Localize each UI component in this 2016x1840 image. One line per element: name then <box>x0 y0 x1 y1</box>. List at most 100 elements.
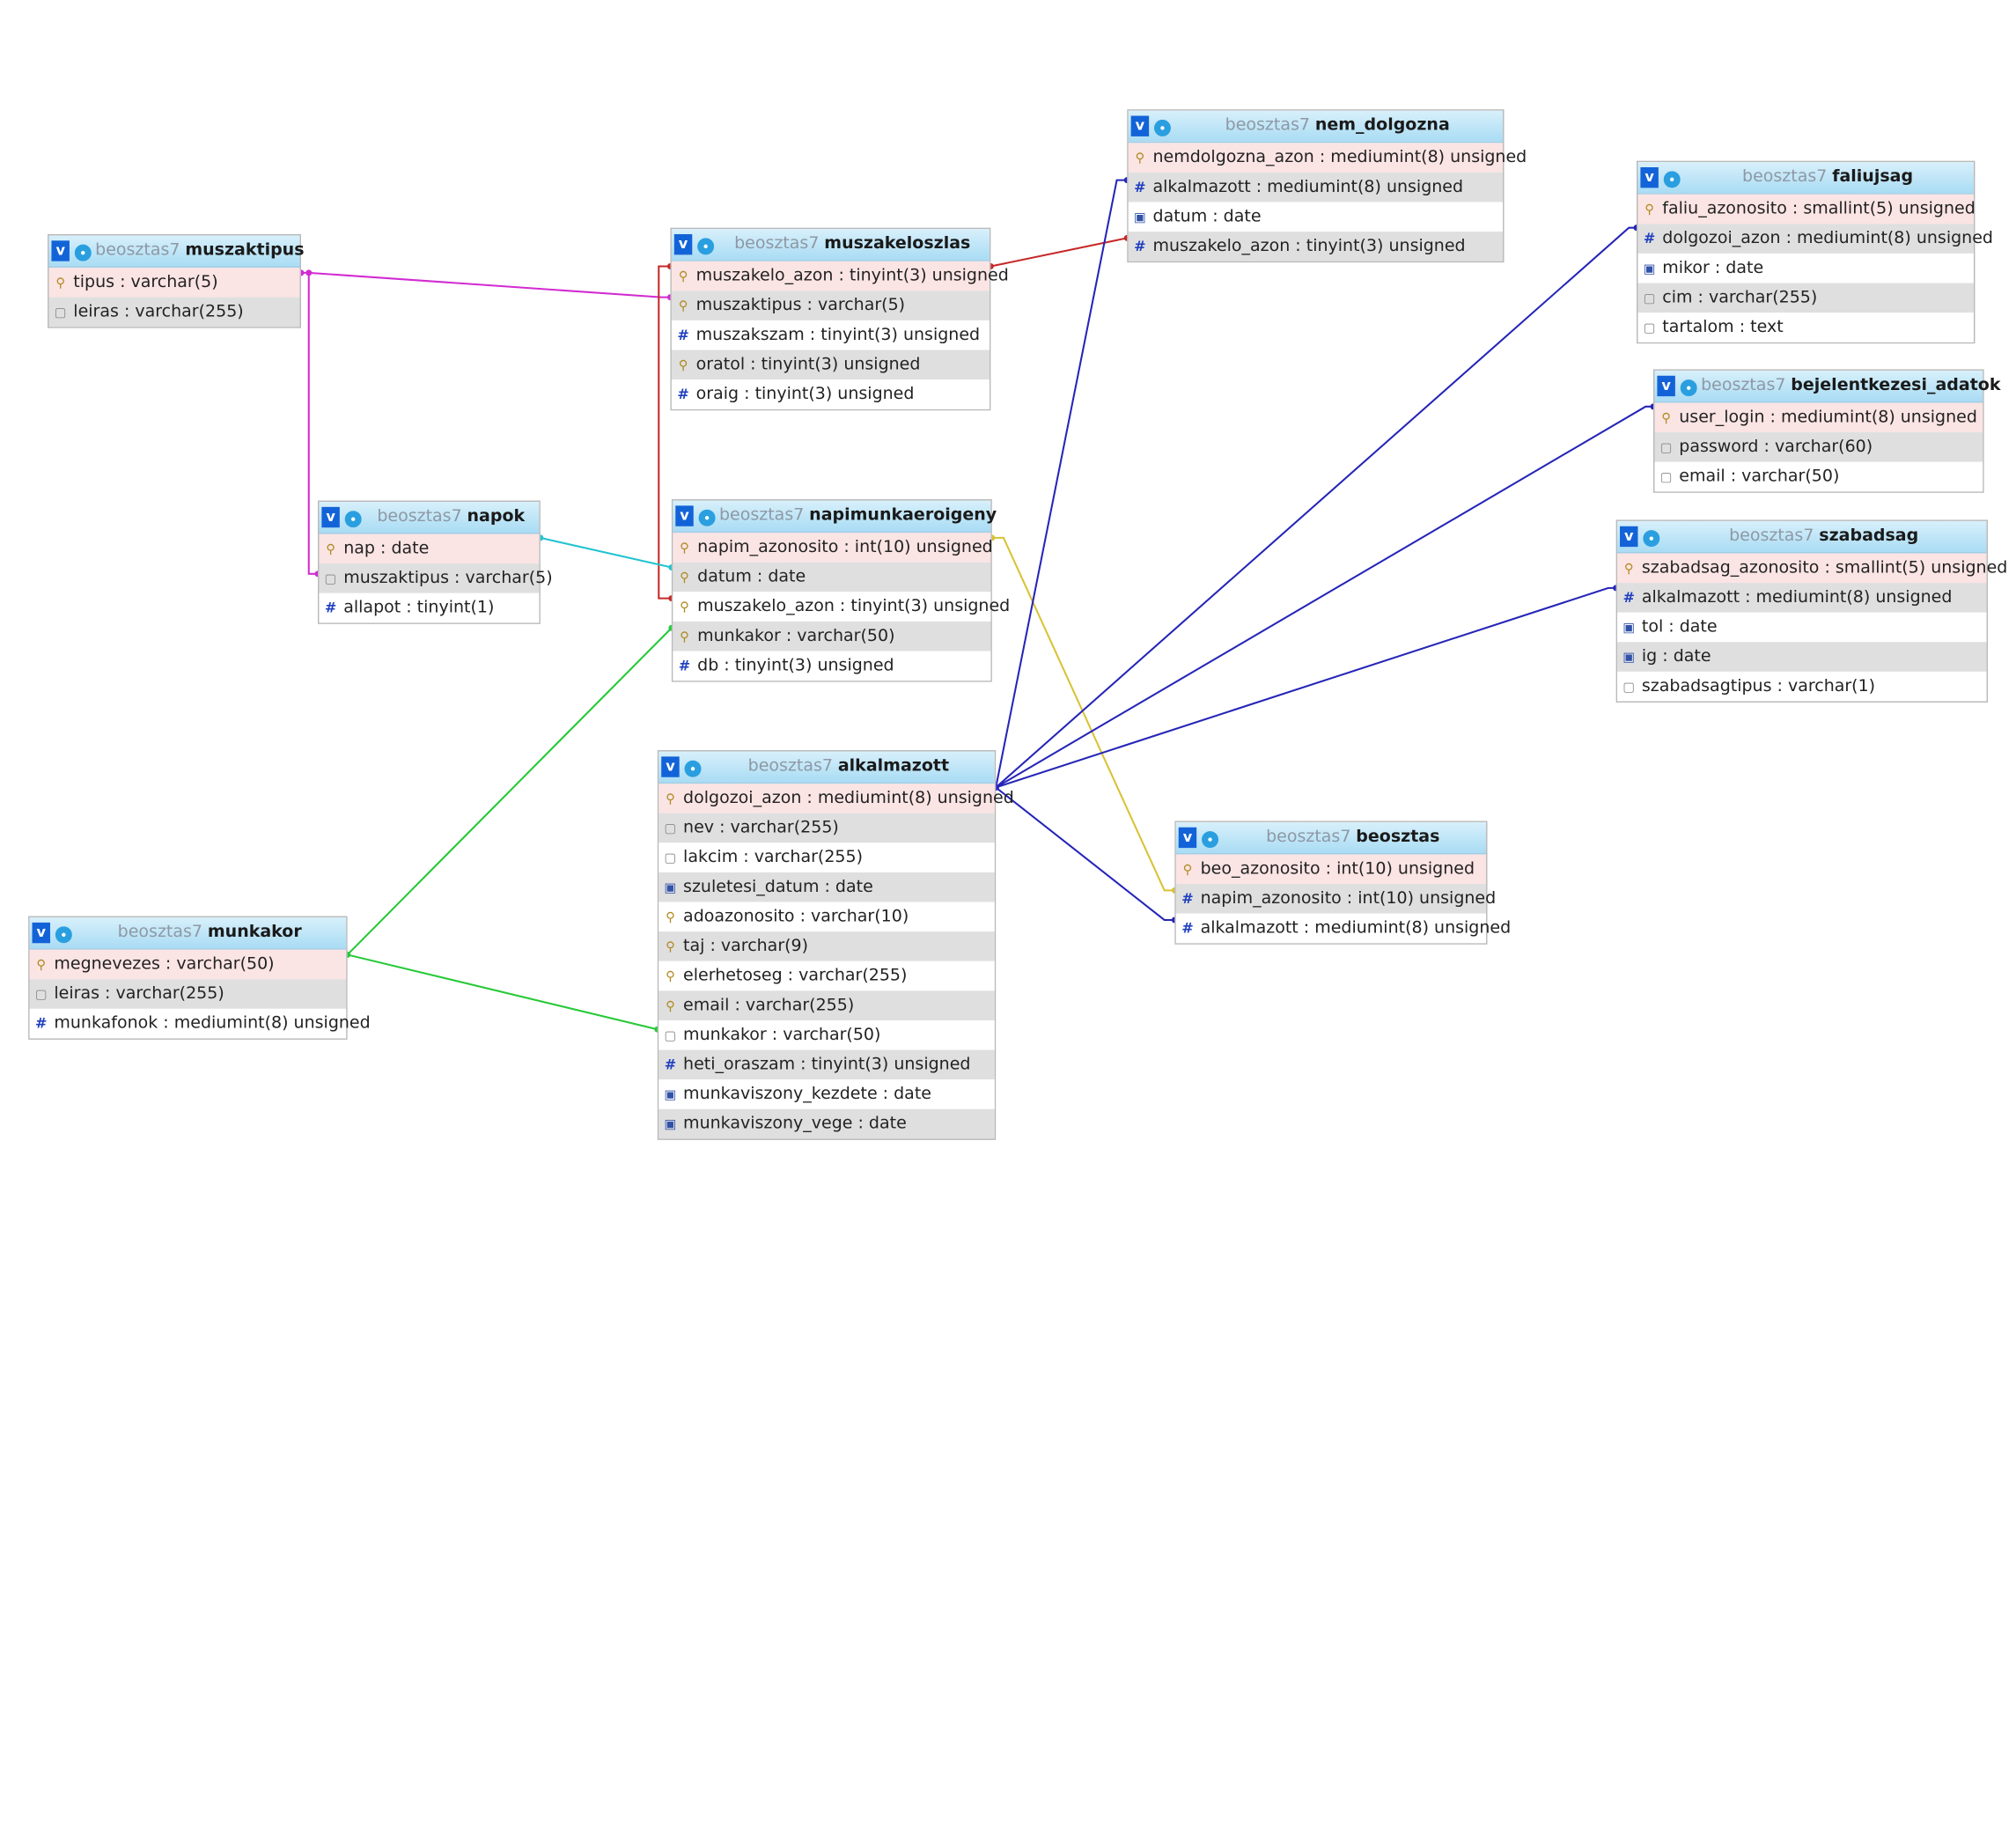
column-row[interactable]: ⚲munkakor : varchar(50) <box>673 621 991 651</box>
column-row[interactable]: #alkalmazott : mediumint(8) unsigned <box>1128 172 1504 202</box>
gear-icon[interactable] <box>1643 530 1660 548</box>
column-row[interactable]: ⚲oratol : tinyint(3) unsigned <box>671 350 990 380</box>
toggle-v-icon[interactable]: v <box>1130 115 1150 136</box>
column-row[interactable]: ⚲email : varchar(255) <box>659 990 995 1020</box>
column-row[interactable]: ⚲muszakelo_azon : tinyint(3) unsigned <box>671 261 1009 291</box>
column-row[interactable]: #heti_oraszam : tinyint(3) unsigned <box>659 1049 995 1080</box>
column-row[interactable]: ▢password : varchar(60) <box>1654 432 1983 462</box>
gear-icon[interactable] <box>697 238 715 255</box>
column-row[interactable]: ▣munkaviszony_kezdete : date <box>659 1079 995 1109</box>
column-row[interactable]: ▣datum : date <box>1128 202 1504 232</box>
column-row[interactable]: ▣tol : date <box>1617 612 1987 643</box>
gear-icon[interactable] <box>1153 119 1171 136</box>
gear-icon[interactable] <box>698 509 716 526</box>
text-icon: ▢ <box>664 851 677 866</box>
column-row[interactable]: ▢nev : varchar(255) <box>659 813 995 843</box>
column-row[interactable]: #muszakszam : tinyint(3) unsigned <box>671 320 990 350</box>
column-row[interactable]: ▣mikor : date <box>1637 253 1974 283</box>
column-row[interactable]: ▢szabadsagtipus : varchar(1) <box>1617 671 1987 702</box>
column-label: password : varchar(60) <box>1679 437 1873 457</box>
column-row[interactable]: ⚲megnevezes : varchar(50) <box>29 949 347 980</box>
toggle-v-icon[interactable]: v <box>1640 166 1659 188</box>
column-row[interactable]: #alkalmazott : mediumint(8) unsigned <box>1617 583 1987 613</box>
column-row[interactable]: #muszakelo_azon : tinyint(3) unsigned <box>1128 232 1504 261</box>
column-row[interactable]: ⚲nemdolgozna_azon : mediumint(8) unsigne… <box>1128 143 1527 173</box>
column-row[interactable]: ▢leiras : varchar(255) <box>29 979 347 1009</box>
toggle-v-icon[interactable]: v <box>1620 526 1638 548</box>
column-row[interactable]: ⚲user_login : mediumint(8) unsigned <box>1654 402 1983 433</box>
toggle-v-icon[interactable]: v <box>1657 375 1675 397</box>
column-row[interactable]: ⚲elerhetoseg : varchar(255) <box>659 960 995 991</box>
gear-icon[interactable] <box>684 760 702 777</box>
column-row[interactable]: ▢email : varchar(50) <box>1654 461 1983 492</box>
gear-icon[interactable] <box>1663 171 1681 188</box>
column-row[interactable]: #dolgozoi_azon : mediumint(8) unsigned <box>1637 224 1993 254</box>
column-row[interactable]: #napim_azonosito : int(10) unsigned <box>1175 884 1496 914</box>
column-row[interactable]: ▢munkakor : varchar(50) <box>659 1019 995 1050</box>
gear-icon[interactable] <box>344 511 362 528</box>
column-row[interactable]: #db : tinyint(3) unsigned <box>673 651 991 681</box>
column-row[interactable]: #allapot : tinyint(1) <box>319 592 540 623</box>
column-row[interactable]: ⚲napim_azonosito : int(10) unsigned <box>673 533 993 563</box>
column-row[interactable]: ⚲szabadsag_azonosito : smallint(5) unsig… <box>1617 553 2007 584</box>
column-row[interactable]: ▣ig : date <box>1617 642 1987 672</box>
column-row[interactable]: ⚲tipus : varchar(5) <box>48 267 300 298</box>
column-row[interactable]: ▢tartalom : text <box>1637 313 1974 342</box>
column-row[interactable]: ▢cim : varchar(255) <box>1637 283 1974 313</box>
column-row[interactable]: #alkalmazott : mediumint(8) unsigned <box>1175 913 1511 944</box>
toggle-v-icon[interactable]: v <box>661 756 680 777</box>
column-row[interactable]: ⚲datum : date <box>673 562 991 592</box>
toggle-v-icon[interactable]: v <box>1178 827 1197 849</box>
column-row[interactable]: ▣szuletesi_datum : date <box>659 872 995 902</box>
gear-icon[interactable] <box>74 244 92 261</box>
column-row[interactable]: #munkafonok : mediumint(8) unsigned <box>29 1008 371 1039</box>
column-row[interactable]: ▢leiras : varchar(255) <box>48 297 300 328</box>
column-row[interactable]: ⚲taj : varchar(9) <box>659 931 995 961</box>
column-row[interactable]: ⚲dolgozoi_azon : mediumint(8) unsigned <box>659 784 1014 813</box>
column-row[interactable]: ⚲beo_azonosito : int(10) unsigned <box>1175 854 1487 885</box>
toggle-v-icon[interactable]: v <box>51 240 70 261</box>
column-row[interactable]: ⚲nap : date <box>319 534 540 564</box>
gear-icon[interactable] <box>1680 379 1697 397</box>
toggle-v-icon[interactable]: v <box>673 233 693 255</box>
column-row[interactable]: ⚲faliu_azonosito : smallint(5) unsigned <box>1637 194 1976 224</box>
column-label: muszakelo_azon : tinyint(3) unsigned <box>1152 236 1466 256</box>
toggle-v-icon[interactable]: v <box>32 922 50 944</box>
column-row[interactable]: ⚲muszaktipus : varchar(5) <box>671 291 990 320</box>
column-row[interactable]: ▣munkaviszony_vege : date <box>659 1108 995 1139</box>
key-icon: ⚲ <box>678 358 688 373</box>
column-row[interactable]: ⚲muszakelo_azon : tinyint(3) unsigned <box>673 592 1010 622</box>
column-row[interactable]: ⚲adoazonosito : varchar(10) <box>659 902 995 932</box>
key-icon: ⚲ <box>680 570 689 585</box>
toggle-v-icon[interactable]: v <box>675 505 694 526</box>
gear-icon[interactable] <box>1202 831 1219 849</box>
text-icon: ▢ <box>664 1029 677 1044</box>
toggle-v-icon[interactable]: v <box>321 506 340 528</box>
column-row[interactable]: ▢muszaktipus : varchar(5) <box>319 563 553 593</box>
column-row[interactable]: #oraig : tinyint(3) unsigned <box>671 379 990 409</box>
gear-icon[interactable] <box>55 926 72 944</box>
column-row[interactable]: ▢lakcim : varchar(255) <box>659 843 995 872</box>
